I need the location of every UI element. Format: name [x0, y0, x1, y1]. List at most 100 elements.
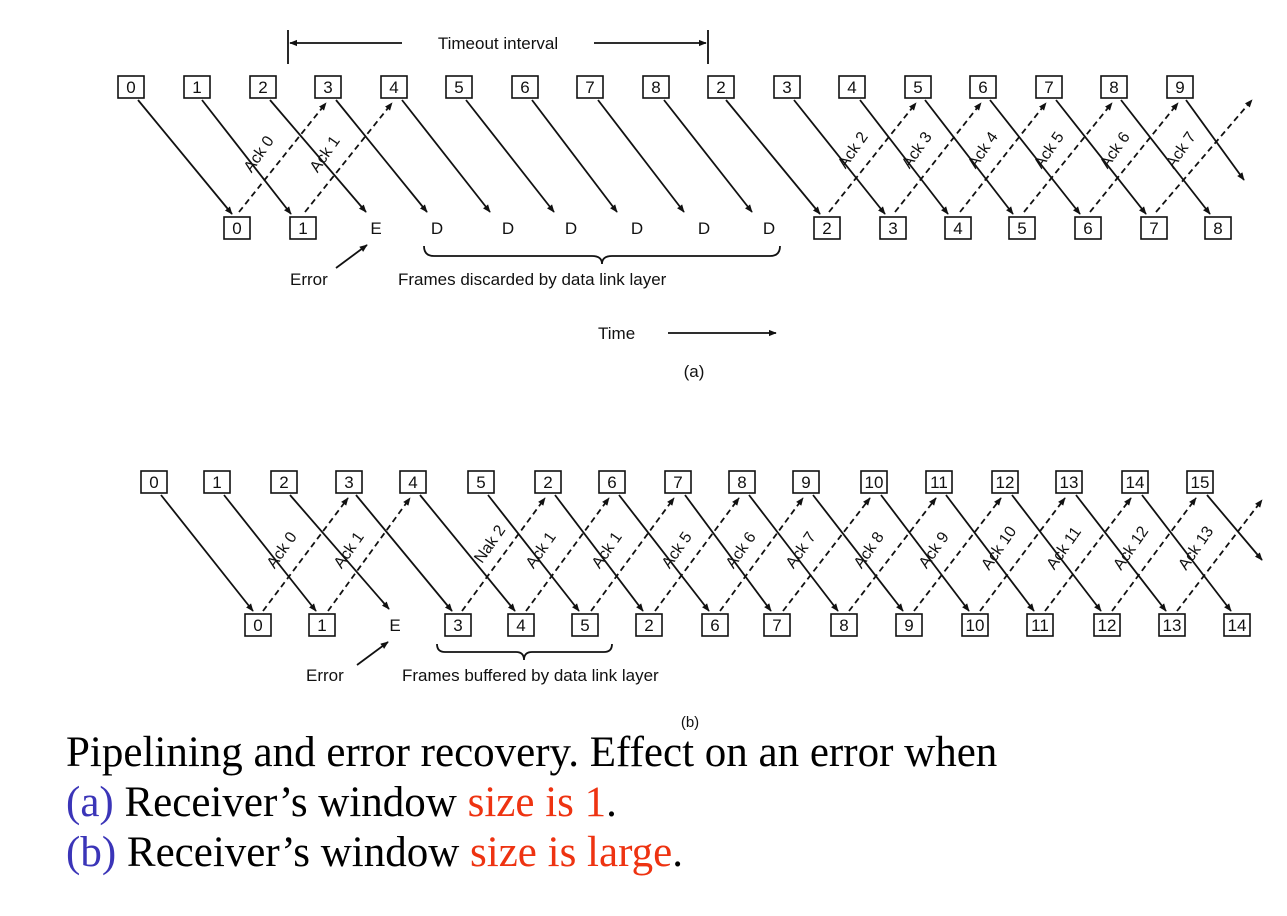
panel-b-received-frame-box	[895, 613, 923, 637]
panel-a-sent-frame-label: 3	[323, 78, 332, 97]
panel-b-data-frame-arrow	[1206, 494, 1263, 561]
panel-b-ack-arrow	[782, 497, 871, 612]
panel-a-ack-arrow	[304, 102, 393, 213]
panel-b-data-frame-arrow	[945, 494, 1035, 612]
panel-b-data-frame-arrow	[1011, 494, 1102, 612]
panel-b-received-frame: 5	[571, 613, 599, 637]
panel-a-sent-frame-label: 2	[716, 78, 725, 97]
panel-a-received-frame-label: 3	[888, 219, 897, 238]
panel-a-ack-arrow	[1155, 99, 1253, 213]
time-axis: Time	[598, 324, 777, 343]
panel-b-ack-arrow	[262, 497, 349, 612]
panel-a-ack-arrow	[894, 102, 982, 213]
panel-a-ack-arrow	[959, 102, 1047, 213]
panel-b-sent-frame-label: 4	[408, 473, 417, 492]
panel-b-sent-frame: 5	[467, 470, 495, 494]
panel-a-data-frame-arrow	[269, 99, 367, 213]
panel-a-data-frame-arrow	[531, 99, 618, 213]
panel-b-sent-frame-box	[1121, 470, 1149, 494]
panel-b-sent-frame-box	[1055, 470, 1083, 494]
panel-a-discard-mark: D	[631, 219, 643, 238]
panel-b-data-frame-arrow	[1075, 494, 1167, 612]
panel-a-received-frame-box	[1140, 216, 1168, 240]
panel-a-discard-mark: D	[698, 219, 710, 238]
panel-b-received-frame-box	[507, 613, 535, 637]
panel-b-ack-arrow	[1176, 499, 1263, 612]
panel-b-label: (b)	[681, 714, 699, 731]
panel-a-sent-frame: 3	[314, 75, 342, 99]
panel-b-received-frame-label: 12	[1098, 616, 1117, 635]
panel-b-sent-frame-box	[270, 470, 298, 494]
panel-a-data-frame-arrow	[1120, 99, 1211, 215]
panel-a-sent-frame-box	[773, 75, 801, 99]
caption-line-3-prefix: (b)	[66, 829, 117, 876]
panel-a-received-frame-box	[879, 216, 907, 240]
panel-a-transmissions	[137, 99, 1253, 215]
caption-line-2-text: Receiver’s window	[113, 779, 468, 826]
panel-b-sent-frame-label: 8	[737, 473, 746, 492]
buffer-brace: Frames buffered by data link layer	[402, 643, 659, 685]
panel-a-sent-frame: 1	[183, 75, 211, 99]
panel-a-received-frame: 4	[944, 216, 972, 240]
panel-b-sent-frame-box	[399, 470, 427, 494]
caption-line-3-text: Receiver’s window	[116, 829, 471, 876]
panel-b-sent-frame-box	[598, 470, 626, 494]
panel-b-sent-frame-label: 12	[996, 473, 1015, 492]
panel-a-ack-arrow	[828, 102, 917, 213]
panel-b-sent-frame-label: 7	[673, 473, 682, 492]
panel-a-sent-frame: 5	[904, 75, 932, 99]
panel-b-sent-frame-label: 14	[1126, 473, 1145, 492]
panel-b-sent-frame: 2	[534, 470, 562, 494]
panel-a-received-frame-label: 6	[1083, 219, 1092, 238]
panel-b-sent-frame-label: 2	[279, 473, 288, 492]
panel-a-sent-frame-box	[1166, 75, 1194, 99]
panel-b-received-frame-box	[1026, 613, 1054, 637]
panel-a-sent-frame-label: 5	[913, 78, 922, 97]
panel-a-data-frame-arrow	[335, 99, 428, 213]
panel-b-ack-label: Ack 1	[331, 529, 368, 572]
panel-a-ack-arrow	[1023, 102, 1113, 213]
panel-a-received-frame: 5	[1008, 216, 1036, 240]
panel-b-sent-frame-box	[728, 470, 756, 494]
panel-b-received-frame-box	[1223, 613, 1251, 637]
panel-b-sent-frame: 13	[1055, 470, 1083, 494]
caption-line-1: Pipelining and error recovery. Effect on…	[66, 729, 998, 776]
panel-a-ack-label: Ack 4	[965, 129, 1002, 172]
panel-b-sent-frame-box	[203, 470, 231, 494]
panel-b-sent-frame-box	[335, 470, 363, 494]
panel-b-received-frame-box	[571, 613, 599, 637]
panel-a-sent-frame-box	[1035, 75, 1063, 99]
panel-b-received-frame-label: 14	[1228, 616, 1247, 635]
time-label: Time	[598, 324, 635, 343]
panel-b-data-frame-arrow	[812, 494, 904, 612]
panel-b-ack-arrow	[327, 497, 411, 612]
panel-a-data-frame-arrow	[989, 99, 1081, 215]
panel-b-sent-frame: 12	[991, 470, 1019, 494]
panel-b-error-mark: E	[389, 616, 400, 635]
panel-a-sent-frame: 4	[380, 75, 408, 99]
panel-b-received-frame-label: 4	[516, 616, 525, 635]
panel-a-data-frame-arrow	[663, 99, 753, 213]
caption-line-3: (b) Receiver’s window size is large.	[66, 828, 1266, 878]
panel-a-received-frame-label: 5	[1017, 219, 1026, 238]
panel-a-ack-label: Ack 7	[1163, 129, 1200, 172]
panel-b-sent-frame: 6	[598, 470, 626, 494]
panel-a-sent-frame: 7	[1035, 75, 1063, 99]
panel-b-received-frame-label: 9	[904, 616, 913, 635]
panel-a-sent-frame: 0	[117, 75, 145, 99]
panel-b-sent-frame: 8	[728, 470, 756, 494]
panel-a-received-frame: 8	[1204, 216, 1232, 240]
panel-b-ack-arrow	[461, 497, 546, 612]
panel-b-ack-label: Ack 11	[1044, 524, 1085, 573]
panel-b-error-callout: Error	[306, 641, 389, 685]
panel-b-ack-arrow	[1044, 497, 1132, 612]
panel-a-data-frame-arrow	[597, 99, 685, 213]
panel-b-received-frame: 2	[635, 613, 663, 637]
panel-a-sent-frame-label: 1	[192, 78, 201, 97]
panel-b-sent-frame-label: 15	[1191, 473, 1210, 492]
panel-b-received-frame-label: 2	[644, 616, 653, 635]
panel-a-data-frame-arrow	[1185, 99, 1245, 181]
panel-a-sent-frame-label: 8	[1109, 78, 1118, 97]
